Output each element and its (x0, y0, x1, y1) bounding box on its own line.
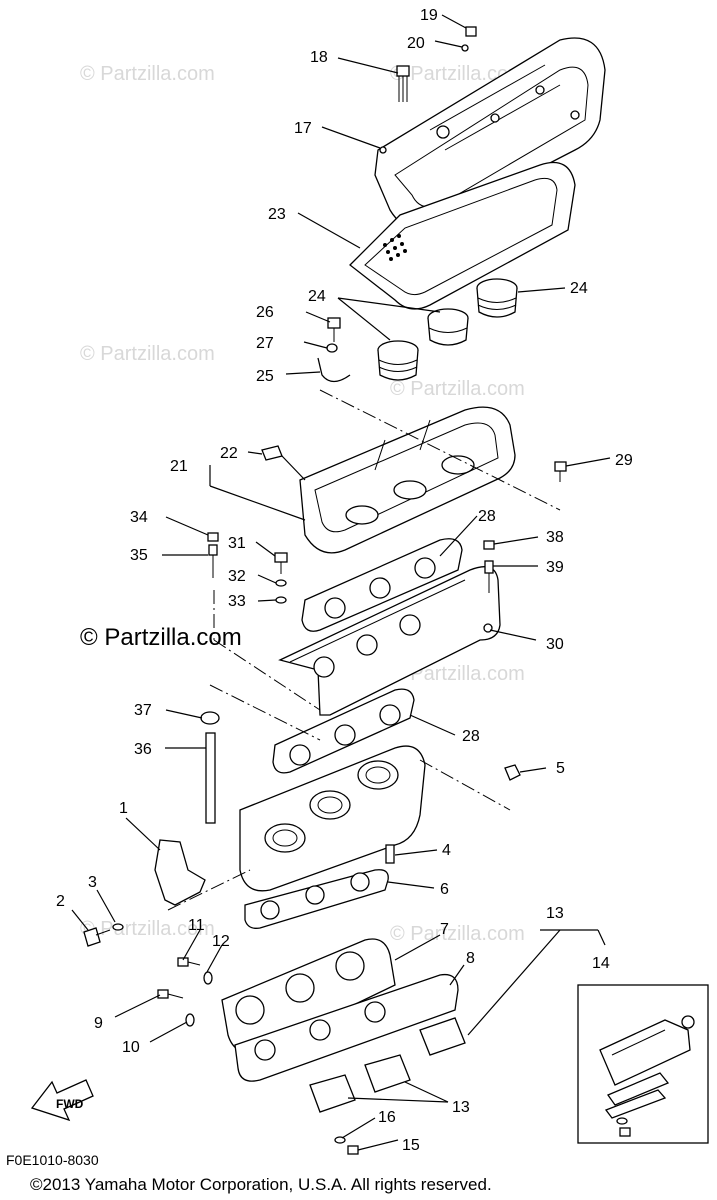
parts-36-37 (200, 711, 220, 824)
callout-34: 34 (130, 509, 148, 526)
callout-11: 11 (188, 917, 205, 934)
parts-18-19-20-bolts (396, 26, 477, 102)
callout-17: 17 (294, 120, 312, 137)
callout-28-lower: 28 (462, 728, 480, 745)
callout-27: 27 (256, 335, 274, 352)
callout-32: 32 (228, 568, 246, 585)
part-28-gasket-upper (301, 538, 463, 632)
callout-12: 12 (212, 933, 230, 950)
callout-10: 10 (122, 1039, 140, 1056)
fwd-arrow: FWD (30, 1079, 94, 1122)
watermark-text: © Partzilla.com (390, 923, 525, 945)
watermark-text: © Partzilla.com (80, 918, 215, 940)
callout-numbers: 19 20 18 17 23 24 24 26 27 25 21 22 29 3… (56, 7, 633, 1154)
small-fasteners (157, 957, 359, 1155)
part-29-bolt (554, 461, 567, 482)
part-23-gasket (349, 161, 576, 310)
watermark-text: © Partzilla.com (390, 378, 525, 400)
throttle-body-assembly (239, 745, 521, 892)
callout-38: 38 (546, 529, 564, 546)
callout-22: 22 (220, 445, 238, 462)
callout-1: 1 (119, 800, 128, 817)
guide-lines (167, 389, 561, 911)
callout-13-top: 13 (546, 905, 564, 922)
copyright-text: ©2013 Yamaha Motor Corporation, U.S.A. A… (30, 1175, 492, 1194)
callout-20: 20 (407, 35, 425, 52)
callout-7: 7 (440, 921, 449, 938)
callout-37: 37 (134, 702, 152, 719)
callout-5: 5 (556, 760, 565, 777)
watermark-prominent: © Partzilla.com (80, 624, 242, 651)
part-14-inset (577, 984, 709, 1144)
callout-9: 9 (94, 1015, 103, 1032)
callout-21: 21 (170, 458, 188, 475)
callout-14: 14 (592, 955, 610, 972)
callout-31: 31 (228, 535, 246, 552)
callout-4: 4 (442, 842, 451, 859)
watermark-text: © Partzilla.com (80, 343, 215, 365)
diagram-code: F0E1010-8030 (6, 1152, 99, 1168)
parts-25-26-27 (317, 317, 351, 383)
part-6-gasket (244, 869, 389, 929)
parts-1-2-3 (83, 839, 206, 947)
watermarks: © Partzilla.com © Partzilla.com © Partzi… (80, 63, 525, 945)
callout-18: 18 (310, 49, 328, 66)
callout-16: 16 (378, 1109, 396, 1126)
callout-28-upper: 28 (478, 508, 496, 525)
callout-24-right: 24 (570, 280, 588, 297)
callout-3: 3 (88, 874, 97, 891)
callout-33: 33 (228, 593, 246, 610)
callout-36: 36 (134, 741, 152, 758)
callout-15: 15 (402, 1137, 420, 1154)
part-7-intake-manifold (221, 938, 396, 1053)
callout-25: 25 (256, 368, 274, 385)
watermark-text: © Partzilla.com (390, 63, 525, 85)
callout-13-bottom: 13 (452, 1099, 470, 1116)
callout-35: 35 (130, 547, 148, 564)
watermark-text: © Partzilla.com (80, 63, 215, 85)
callout-29: 29 (615, 452, 633, 469)
part-30-bracket (278, 566, 501, 716)
callout-6: 6 (440, 881, 449, 898)
part-21-intake-housing (261, 406, 516, 554)
callout-39: 39 (546, 559, 564, 576)
callout-23: 23 (268, 206, 286, 223)
part-13-reed-valves (309, 1017, 466, 1113)
callout-26: 26 (256, 304, 274, 321)
callout-19: 19 (420, 7, 438, 24)
callout-8: 8 (466, 950, 475, 967)
leader-lines (71, 14, 611, 1151)
part-24-boots (377, 278, 518, 381)
part-8-gasket (234, 973, 459, 1082)
part-28-gasket-lower (272, 688, 415, 774)
callout-30: 30 (546, 636, 564, 653)
fwd-label: FWD (56, 1097, 84, 1111)
callout-24-left: 24 (308, 288, 326, 305)
callout-2: 2 (56, 893, 65, 910)
